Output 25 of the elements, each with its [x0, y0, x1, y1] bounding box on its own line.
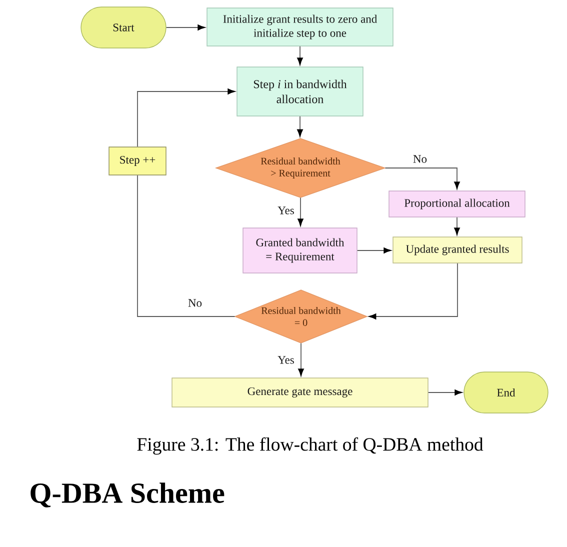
arrow — [298, 342, 304, 376]
arrow — [454, 216, 460, 236]
arrow — [166, 24, 206, 30]
edge-label: No — [412, 154, 428, 164]
process-box: Update granted results — [392, 236, 522, 264]
edge-label: No — [186, 298, 204, 308]
arrow — [384, 168, 460, 190]
edge-label: Yes — [276, 355, 296, 365]
arrow — [297, 116, 303, 137]
arrow — [428, 390, 462, 396]
edge-label: Yes — [276, 206, 296, 216]
arrow — [368, 262, 458, 320]
process-box: Generate gate message — [172, 378, 428, 408]
process-box: Initialize grant results to zero and initialize step to one — [206, 8, 394, 46]
process-box: Proportional allocation — [388, 190, 526, 218]
figure-caption: Figure 3.1: The flow-chart of Q-DBA method — [137, 437, 484, 455]
section-heading: Q-DBA Scheme — [30, 482, 224, 508]
arrow — [356, 248, 392, 254]
arrow — [137, 88, 236, 148]
process-box: Step i in bandwidth allocation — [236, 66, 364, 116]
process-box: Granted bandwidth = Requirement — [242, 228, 358, 274]
connector-line — [137, 174, 236, 317]
arrow — [297, 46, 303, 66]
arrow — [298, 197, 304, 226]
process-box: Step ++ — [108, 146, 166, 176]
